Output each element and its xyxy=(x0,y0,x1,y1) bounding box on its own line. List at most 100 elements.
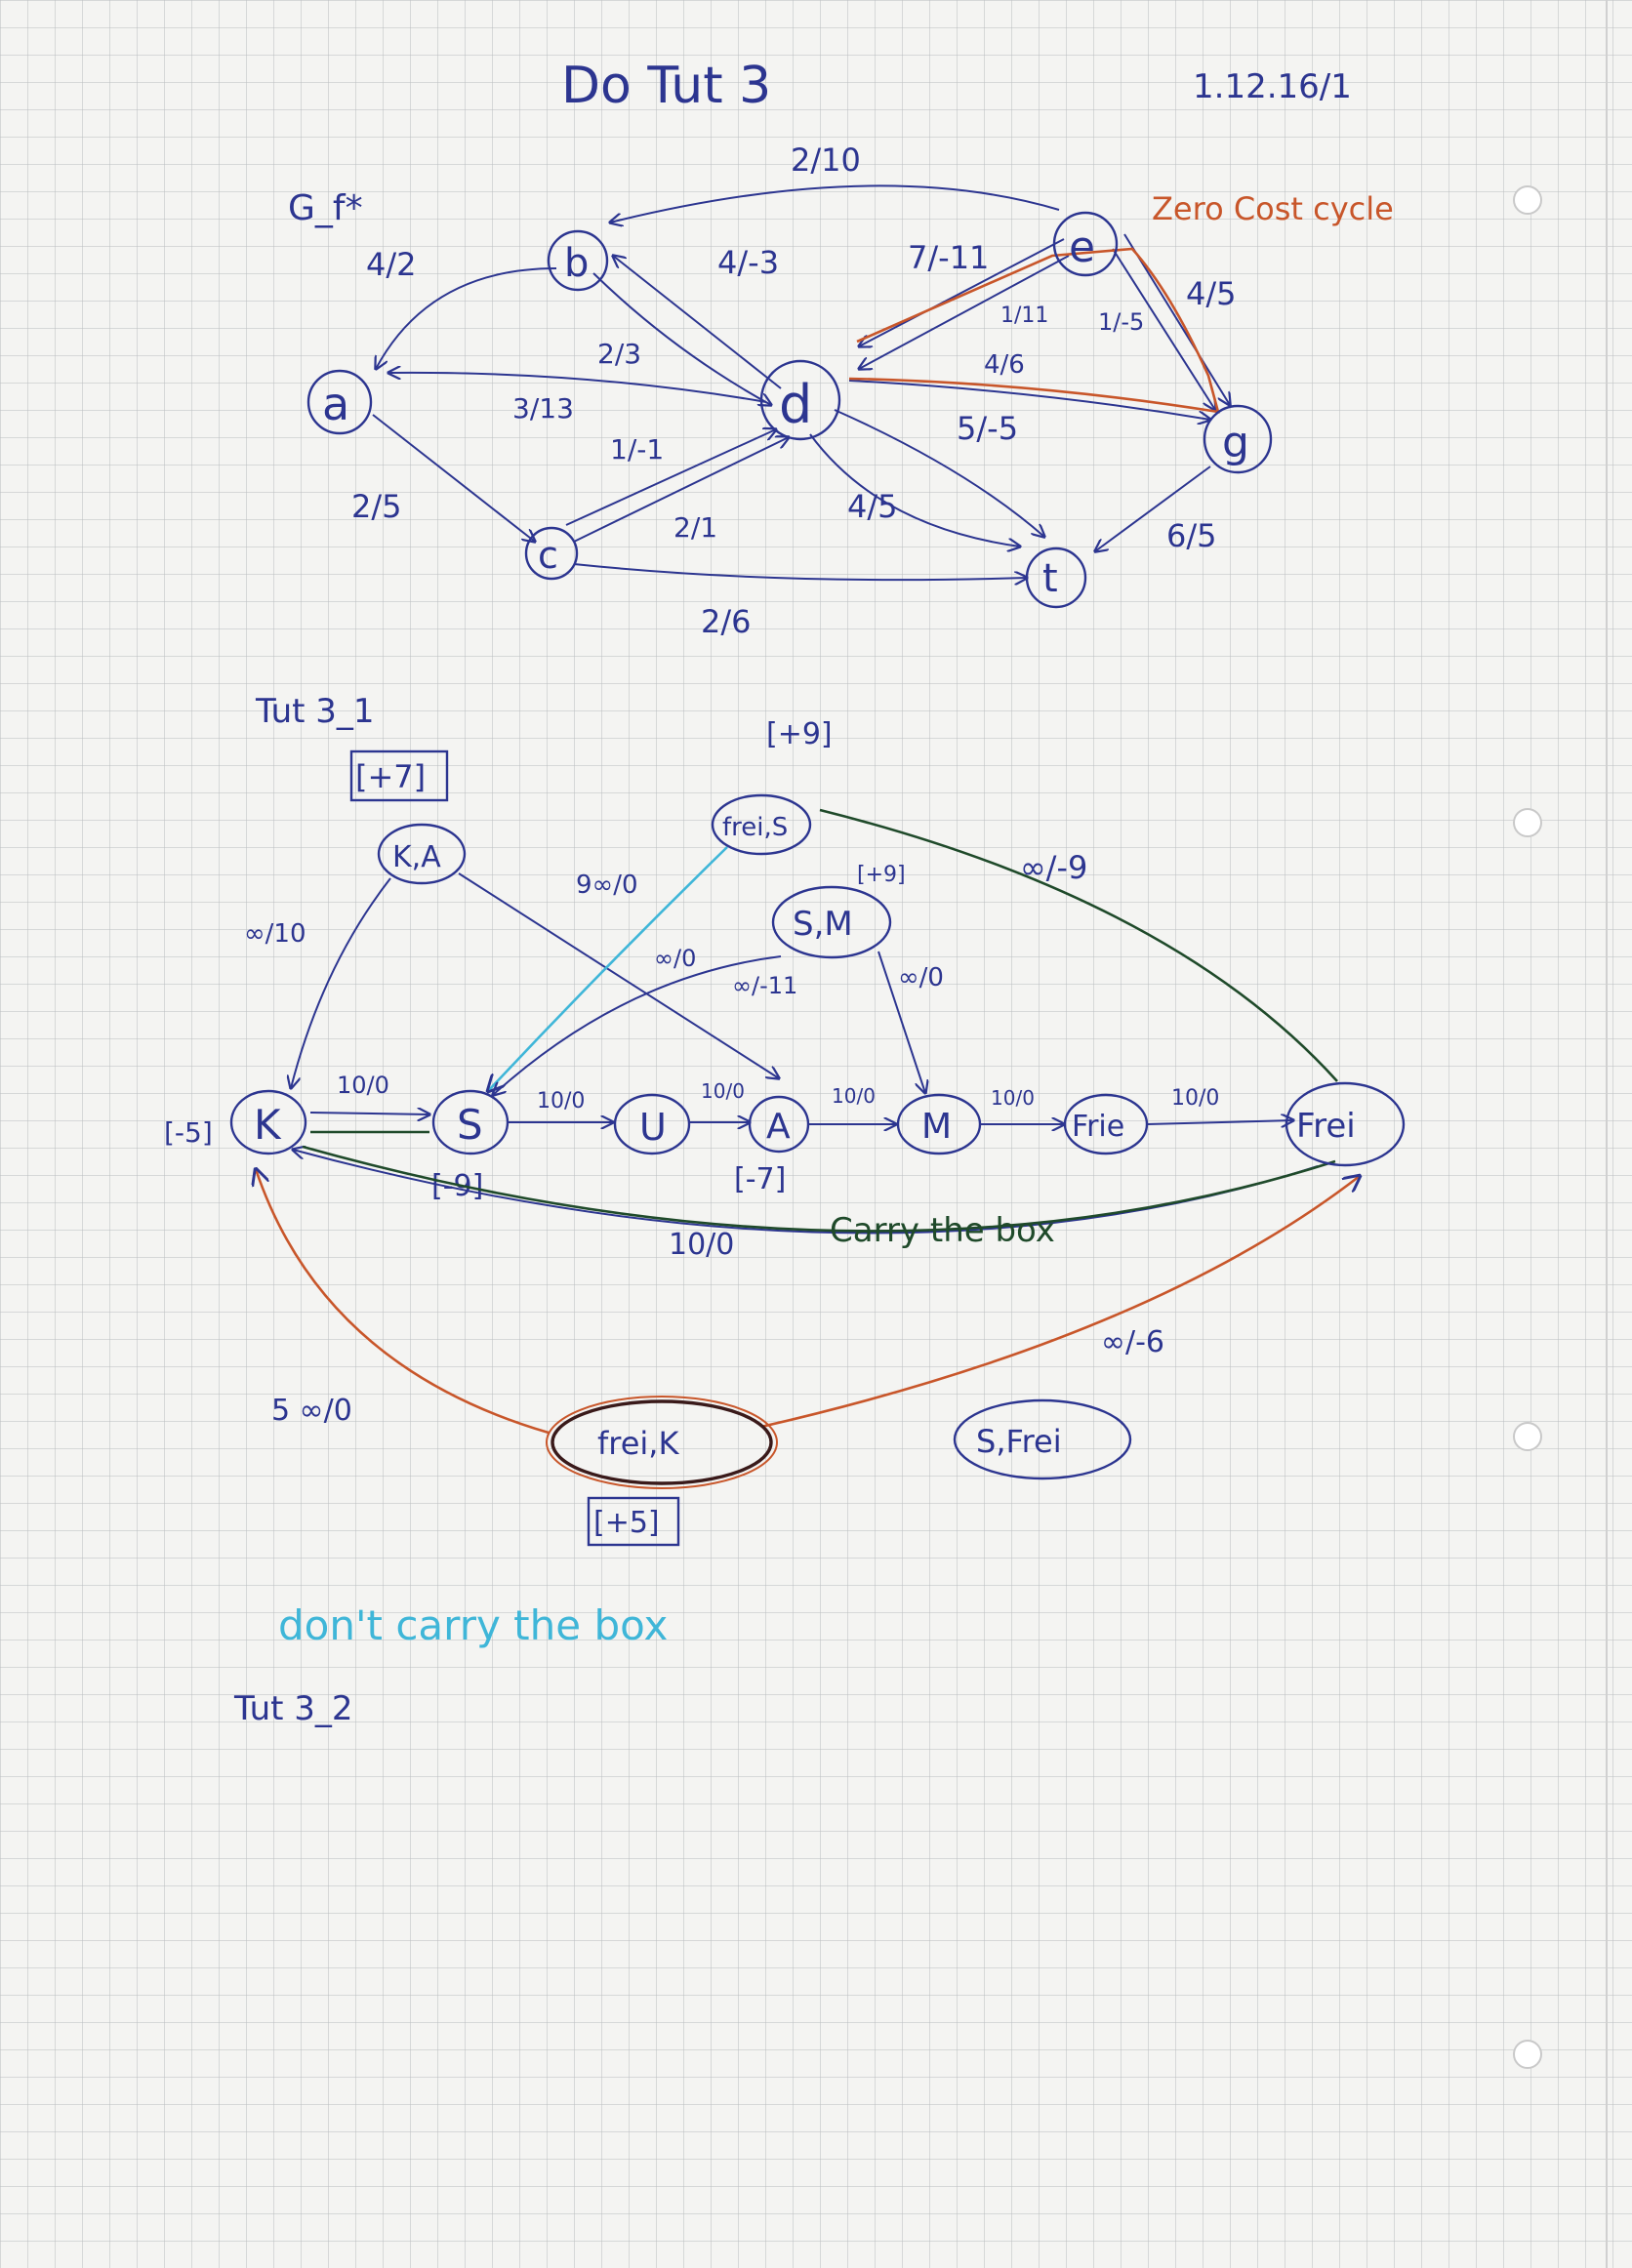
supply-sm: [+9] xyxy=(857,863,906,887)
node-freik-label: frei,K xyxy=(597,1425,679,1462)
node-s-label: S xyxy=(457,1101,483,1149)
edge-c-t xyxy=(573,563,1027,580)
edge-ka-a xyxy=(458,872,779,1078)
node-e-label: e xyxy=(1069,223,1095,272)
node-b xyxy=(547,229,609,292)
node-d xyxy=(759,359,841,441)
edge-label-freik-frei: ∞/-6 xyxy=(1101,1325,1164,1359)
edge-label-c-d-top: 1/-1 xyxy=(610,433,664,466)
edge-freis-frei xyxy=(819,808,1338,1082)
supply-a: [-7] xyxy=(734,1162,786,1196)
node-ka-label: K,A xyxy=(392,840,441,874)
edge-label-e-d-b: 1/11 xyxy=(1000,304,1048,328)
edge-a-c xyxy=(372,414,535,542)
edge-e-g-a xyxy=(1112,248,1215,410)
edge-d-b xyxy=(613,256,782,389)
node-k xyxy=(229,1089,307,1155)
edge-d-t-a xyxy=(834,409,1044,537)
node-c-label: c xyxy=(538,534,558,577)
supply-box-ka xyxy=(349,749,449,802)
node-t-label: t xyxy=(1042,556,1058,601)
node-d-label: d xyxy=(779,374,812,435)
edge-frie-frei xyxy=(1146,1120,1293,1124)
carry-the-box-label: Carry the box xyxy=(830,1211,1055,1250)
node-g xyxy=(1203,404,1273,474)
node-c xyxy=(524,526,579,581)
edge-g-t xyxy=(1095,466,1211,551)
node-frie xyxy=(1063,1093,1149,1155)
edge-label-freis-frei: ∞/-9 xyxy=(1020,849,1087,886)
node-u-label: U xyxy=(639,1106,667,1149)
date-label: 1.12.16/1 xyxy=(1193,67,1352,106)
node-s xyxy=(431,1089,510,1155)
node-freik-highlight xyxy=(546,1396,778,1489)
edge-label-d-g: 4/6 xyxy=(984,350,1025,380)
edge-label-d-a: 3/13 xyxy=(512,392,574,425)
edge-label-sm-s: ∞/0 xyxy=(654,945,696,972)
edge-d-t-b xyxy=(809,433,1020,547)
edge-label-e-g-a: 1/-5 xyxy=(1098,308,1144,336)
node-g-label: g xyxy=(1222,418,1249,467)
punch-hole xyxy=(1513,808,1542,837)
node-b-label: b xyxy=(564,241,589,286)
edge-label-frei-k: 10/0 xyxy=(669,1228,734,1262)
edge-freis-s xyxy=(488,846,728,1091)
edge-sm-s xyxy=(493,955,782,1095)
supply-freis: [+9] xyxy=(766,717,833,751)
node-sfrei-label: S,Frei xyxy=(976,1423,1062,1460)
edge-label-e-b: 2/10 xyxy=(791,142,861,179)
edge-e-d-b xyxy=(859,255,1070,369)
edge-e-g-b xyxy=(1123,233,1230,405)
edge-label-c-t: 2/6 xyxy=(701,603,752,640)
edge-label-b-a: 4/2 xyxy=(366,246,417,283)
node-sfrei xyxy=(953,1398,1132,1480)
node-u xyxy=(613,1093,691,1155)
edge-label-sm-m: ∞/0 xyxy=(898,963,944,992)
edge-freik-k xyxy=(256,1169,550,1435)
edge-label-c-d-bottom: 2/1 xyxy=(673,511,717,544)
edge-ka-k xyxy=(291,877,391,1088)
node-freik xyxy=(551,1399,773,1485)
punch-hole xyxy=(1513,1422,1542,1451)
edge-label-a-m: 10/0 xyxy=(832,1084,876,1108)
supply-box-freik xyxy=(587,1496,680,1547)
punch-hole xyxy=(1513,185,1542,215)
graph-1-label: G_f* xyxy=(288,188,363,228)
graph-2-label: Tut 3_1 xyxy=(255,692,375,731)
edge-b-a xyxy=(376,267,557,369)
node-m xyxy=(896,1093,982,1155)
edge-b-d xyxy=(592,272,771,405)
page-title: Do Tut 3 xyxy=(561,57,771,115)
supply-ka: [+7] xyxy=(355,758,426,795)
edge-label-s-u: 10/0 xyxy=(537,1089,585,1114)
supply-s: [-9] xyxy=(431,1169,483,1203)
node-m-label: M xyxy=(921,1107,952,1147)
edge-label-freis-s: 9∞/0 xyxy=(576,871,638,900)
edge-e-b xyxy=(610,184,1060,223)
edge-sm-m xyxy=(877,951,925,1093)
node-a2-label: A xyxy=(766,1107,791,1147)
node-sm-label: S,M xyxy=(793,905,853,944)
edge-label-e-d-a: 7/-11 xyxy=(908,239,989,276)
graph-2: Tut 3_1 [+7] [+9] [+9] [-5] [-9] [-7] [+… xyxy=(164,692,1406,1547)
edge-c-d-bottom xyxy=(573,437,789,543)
edge-label-ka-k: ∞/10 xyxy=(244,919,306,949)
punch-hole xyxy=(1513,2040,1542,2069)
edge-label-a-c: 2/5 xyxy=(351,488,402,525)
node-freis xyxy=(711,793,812,856)
graph-1: G_f* Zero Cost cycle 2/10 4/2 4/-3 2/3 3… xyxy=(288,142,1394,640)
edge-c-d-top xyxy=(565,429,776,526)
node-sm xyxy=(771,885,892,959)
node-t xyxy=(1025,547,1087,609)
edge-label-g-t: 6/5 xyxy=(1166,517,1217,554)
node-a xyxy=(306,369,373,435)
edge-k-s-upper xyxy=(309,1113,429,1114)
edge-label-freik-k: 5 ∞/0 xyxy=(271,1394,352,1428)
edge-d-g xyxy=(848,380,1210,420)
edge-label-k-s: 10/0 xyxy=(337,1072,389,1099)
edge-label-m-frie: 10/0 xyxy=(991,1086,1035,1110)
zero-cost-cycle-path xyxy=(848,247,1220,414)
node-e xyxy=(1052,211,1119,277)
